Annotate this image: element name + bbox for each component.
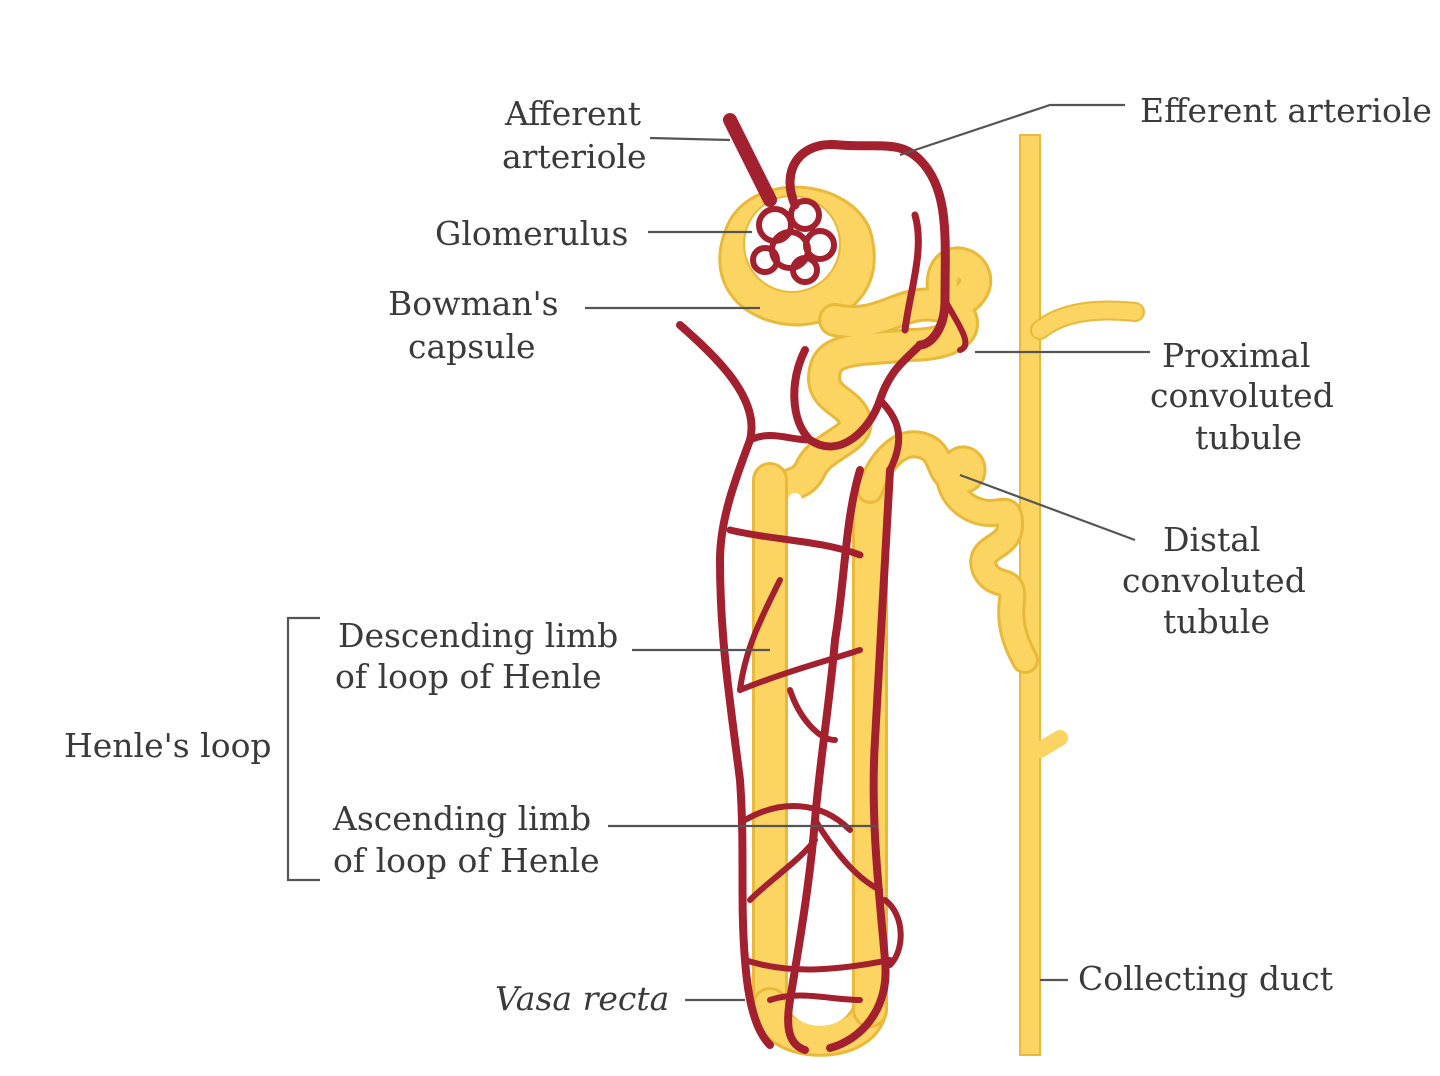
afferent-arteriole-vessel bbox=[723, 113, 777, 207]
label-pct-line3: tubule bbox=[1195, 418, 1302, 457]
label-henles-loop: Henle's loop bbox=[64, 726, 272, 765]
label-bowmans-capsule-line2: capsule bbox=[408, 327, 536, 366]
label-pct-line2: convoluted bbox=[1150, 376, 1334, 415]
label-pct-line1: Proximal bbox=[1162, 336, 1311, 375]
label-afferent-arteriole-line1: Afferent bbox=[504, 94, 641, 133]
leader-lines bbox=[286, 103, 1150, 1002]
label-bowmans-capsule-line1: Bowman's bbox=[388, 284, 559, 323]
blood-vessels bbox=[676, 113, 969, 1054]
label-ascending-limb-line1: Ascending limb bbox=[332, 799, 591, 838]
collecting-duct bbox=[1019, 134, 1145, 1056]
label-afferent-arteriole-line2: arteriole bbox=[502, 137, 647, 176]
renal-tubule bbox=[718, 185, 1039, 1057]
label-dct-line3: tubule bbox=[1163, 602, 1270, 641]
label-descending-limb-line2: of loop of Henle bbox=[335, 657, 602, 696]
label-collecting-duct: Collecting duct bbox=[1078, 959, 1333, 998]
label-glomerulus: Glomerulus bbox=[435, 214, 628, 253]
glomerulus-shape bbox=[750, 198, 837, 285]
label-dct-line2: convoluted bbox=[1122, 561, 1306, 600]
label-descending-limb-line1: Descending limb bbox=[338, 616, 618, 655]
label-ascending-limb-line2: of loop of Henle bbox=[333, 841, 600, 880]
efferent-arteriole-vessel bbox=[785, 139, 950, 350]
label-efferent-arteriole: Efferent arteriole bbox=[1140, 91, 1432, 130]
label-vasa-recta: Vasa recta bbox=[495, 979, 669, 1018]
label-dct-line1: Distal bbox=[1163, 520, 1260, 559]
labels: Afferent arteriole Efferent arteriole Gl… bbox=[64, 91, 1432, 1018]
